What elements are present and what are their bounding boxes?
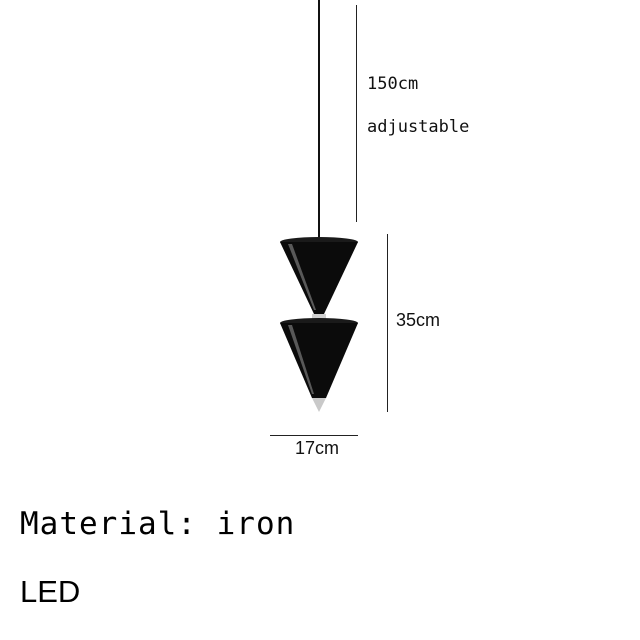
pendant-lamp-illustration [280,237,358,412]
width-label: 17cm [295,438,340,458]
height-dimension-line [387,234,388,412]
material-spec: Material: iron [20,506,296,542]
width-dimension-line [270,435,358,436]
height-label: 35cm [396,310,441,330]
cord-length-label: 150cm [367,74,419,94]
light-source-spec: LED [20,574,81,609]
cord-length-dimension-line [356,5,357,222]
pendant-cord [318,0,320,240]
cord-adjustable-label: adjustable [367,117,470,137]
